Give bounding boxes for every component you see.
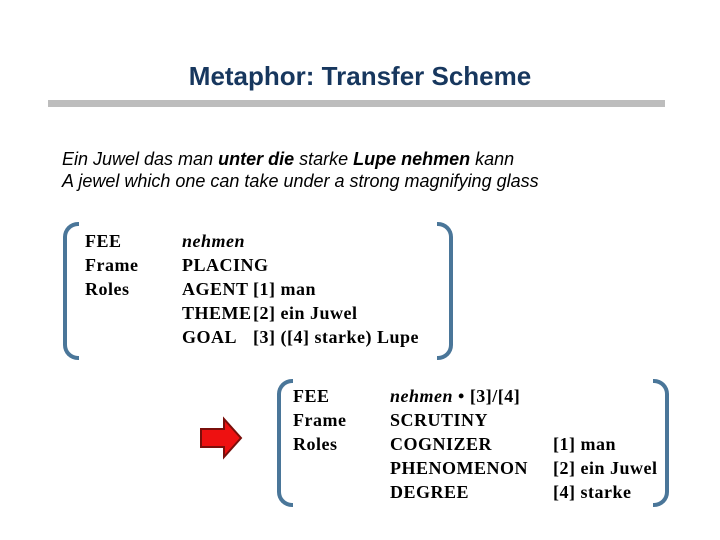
role-name: GOAL: [182, 327, 238, 347]
transfer-arrow-icon: [200, 416, 243, 460]
sentence-english: A jewel which one can take under a stron…: [62, 171, 539, 191]
roles-label: Roles: [293, 434, 338, 454]
german-bold-part: unter die: [218, 149, 295, 169]
frame-row: DEGREE [4] starke: [293, 480, 669, 504]
frame-row: Roles AGENT[1] man: [85, 277, 453, 301]
frame-row: FEE nehmen: [85, 229, 453, 253]
role-value: [3] ([4] starke) Lupe: [253, 327, 419, 347]
frame-row: Frame SCRUTINY: [293, 408, 669, 432]
role-value: [2] ein Juwel: [553, 458, 658, 478]
empty-label: [293, 480, 390, 504]
role-name: COGNIZER: [390, 434, 493, 454]
frame-value: SCRUTINY: [390, 410, 489, 430]
roles-label: Roles: [85, 279, 130, 299]
empty-label: [293, 456, 390, 480]
source-frame-content: FEE nehmen Frame PLACING Roles AGENT[1] man…: [63, 229, 453, 349]
role-value: [1] man: [553, 434, 616, 454]
fee-value-rest: • [3]/[4]: [453, 386, 521, 406]
sentence-german: Ein Juwel das man unter die starke Lupe …: [62, 148, 539, 170]
fee-value-lexeme: nehmen: [390, 386, 454, 406]
fee-value: nehmen: [182, 231, 246, 251]
frame-row: Roles COGNIZER [1] man: [293, 432, 669, 456]
target-frame-content: FEE nehmen • [3]/[4] Frame SCRUTINY Roles C…: [277, 384, 669, 504]
german-part: starke: [294, 149, 354, 169]
fee-label: FEE: [85, 231, 122, 251]
frame-row: GOAL [3] ([4] starke) Lupe: [85, 325, 453, 349]
source-frame-box: FEE nehmen Frame PLACING Roles AGENT[1] man…: [63, 222, 453, 360]
fee-value: nehmen • [3]/[4]: [390, 384, 520, 408]
role-value: [2] ein Juwel: [253, 303, 358, 323]
empty-label: [85, 325, 182, 349]
german-part: kann: [470, 149, 515, 169]
german-part: Ein Juwel das man: [62, 149, 219, 169]
right-bracket-icon: [653, 379, 669, 507]
role-value: [1] man: [253, 279, 316, 299]
role-name: PHENOMENON: [390, 458, 528, 478]
role-name: AGENT: [182, 279, 249, 299]
title-divider: [48, 100, 665, 107]
left-bracket-icon: [277, 379, 293, 507]
frame-row: FEE nehmen • [3]/[4]: [293, 384, 669, 408]
target-frame-box: FEE nehmen • [3]/[4] Frame SCRUTINY Roles C…: [277, 379, 669, 507]
left-bracket-icon: [63, 222, 79, 360]
frame-row: THEME[2] ein Juwel: [85, 301, 453, 325]
frame-row: Frame PLACING: [85, 253, 453, 277]
role-name: THEME: [182, 303, 252, 323]
frame-value: PLACING: [182, 255, 269, 275]
frame-label: Frame: [85, 255, 139, 275]
right-bracket-icon: [437, 222, 453, 360]
german-bold-part: Lupe nehmen: [353, 149, 471, 169]
frame-label: Frame: [293, 410, 347, 430]
example-sentences: Ein Juwel das man unter die starke Lupe …: [62, 148, 539, 192]
page-title: Metaphor: Transfer Scheme: [188, 61, 532, 91]
empty-label: [85, 301, 182, 325]
fee-label: FEE: [293, 386, 330, 406]
role-name: DEGREE: [390, 482, 470, 502]
frame-row: PHENOMENON [2] ein Juwel: [293, 456, 669, 480]
role-value: [4] starke: [553, 482, 632, 502]
